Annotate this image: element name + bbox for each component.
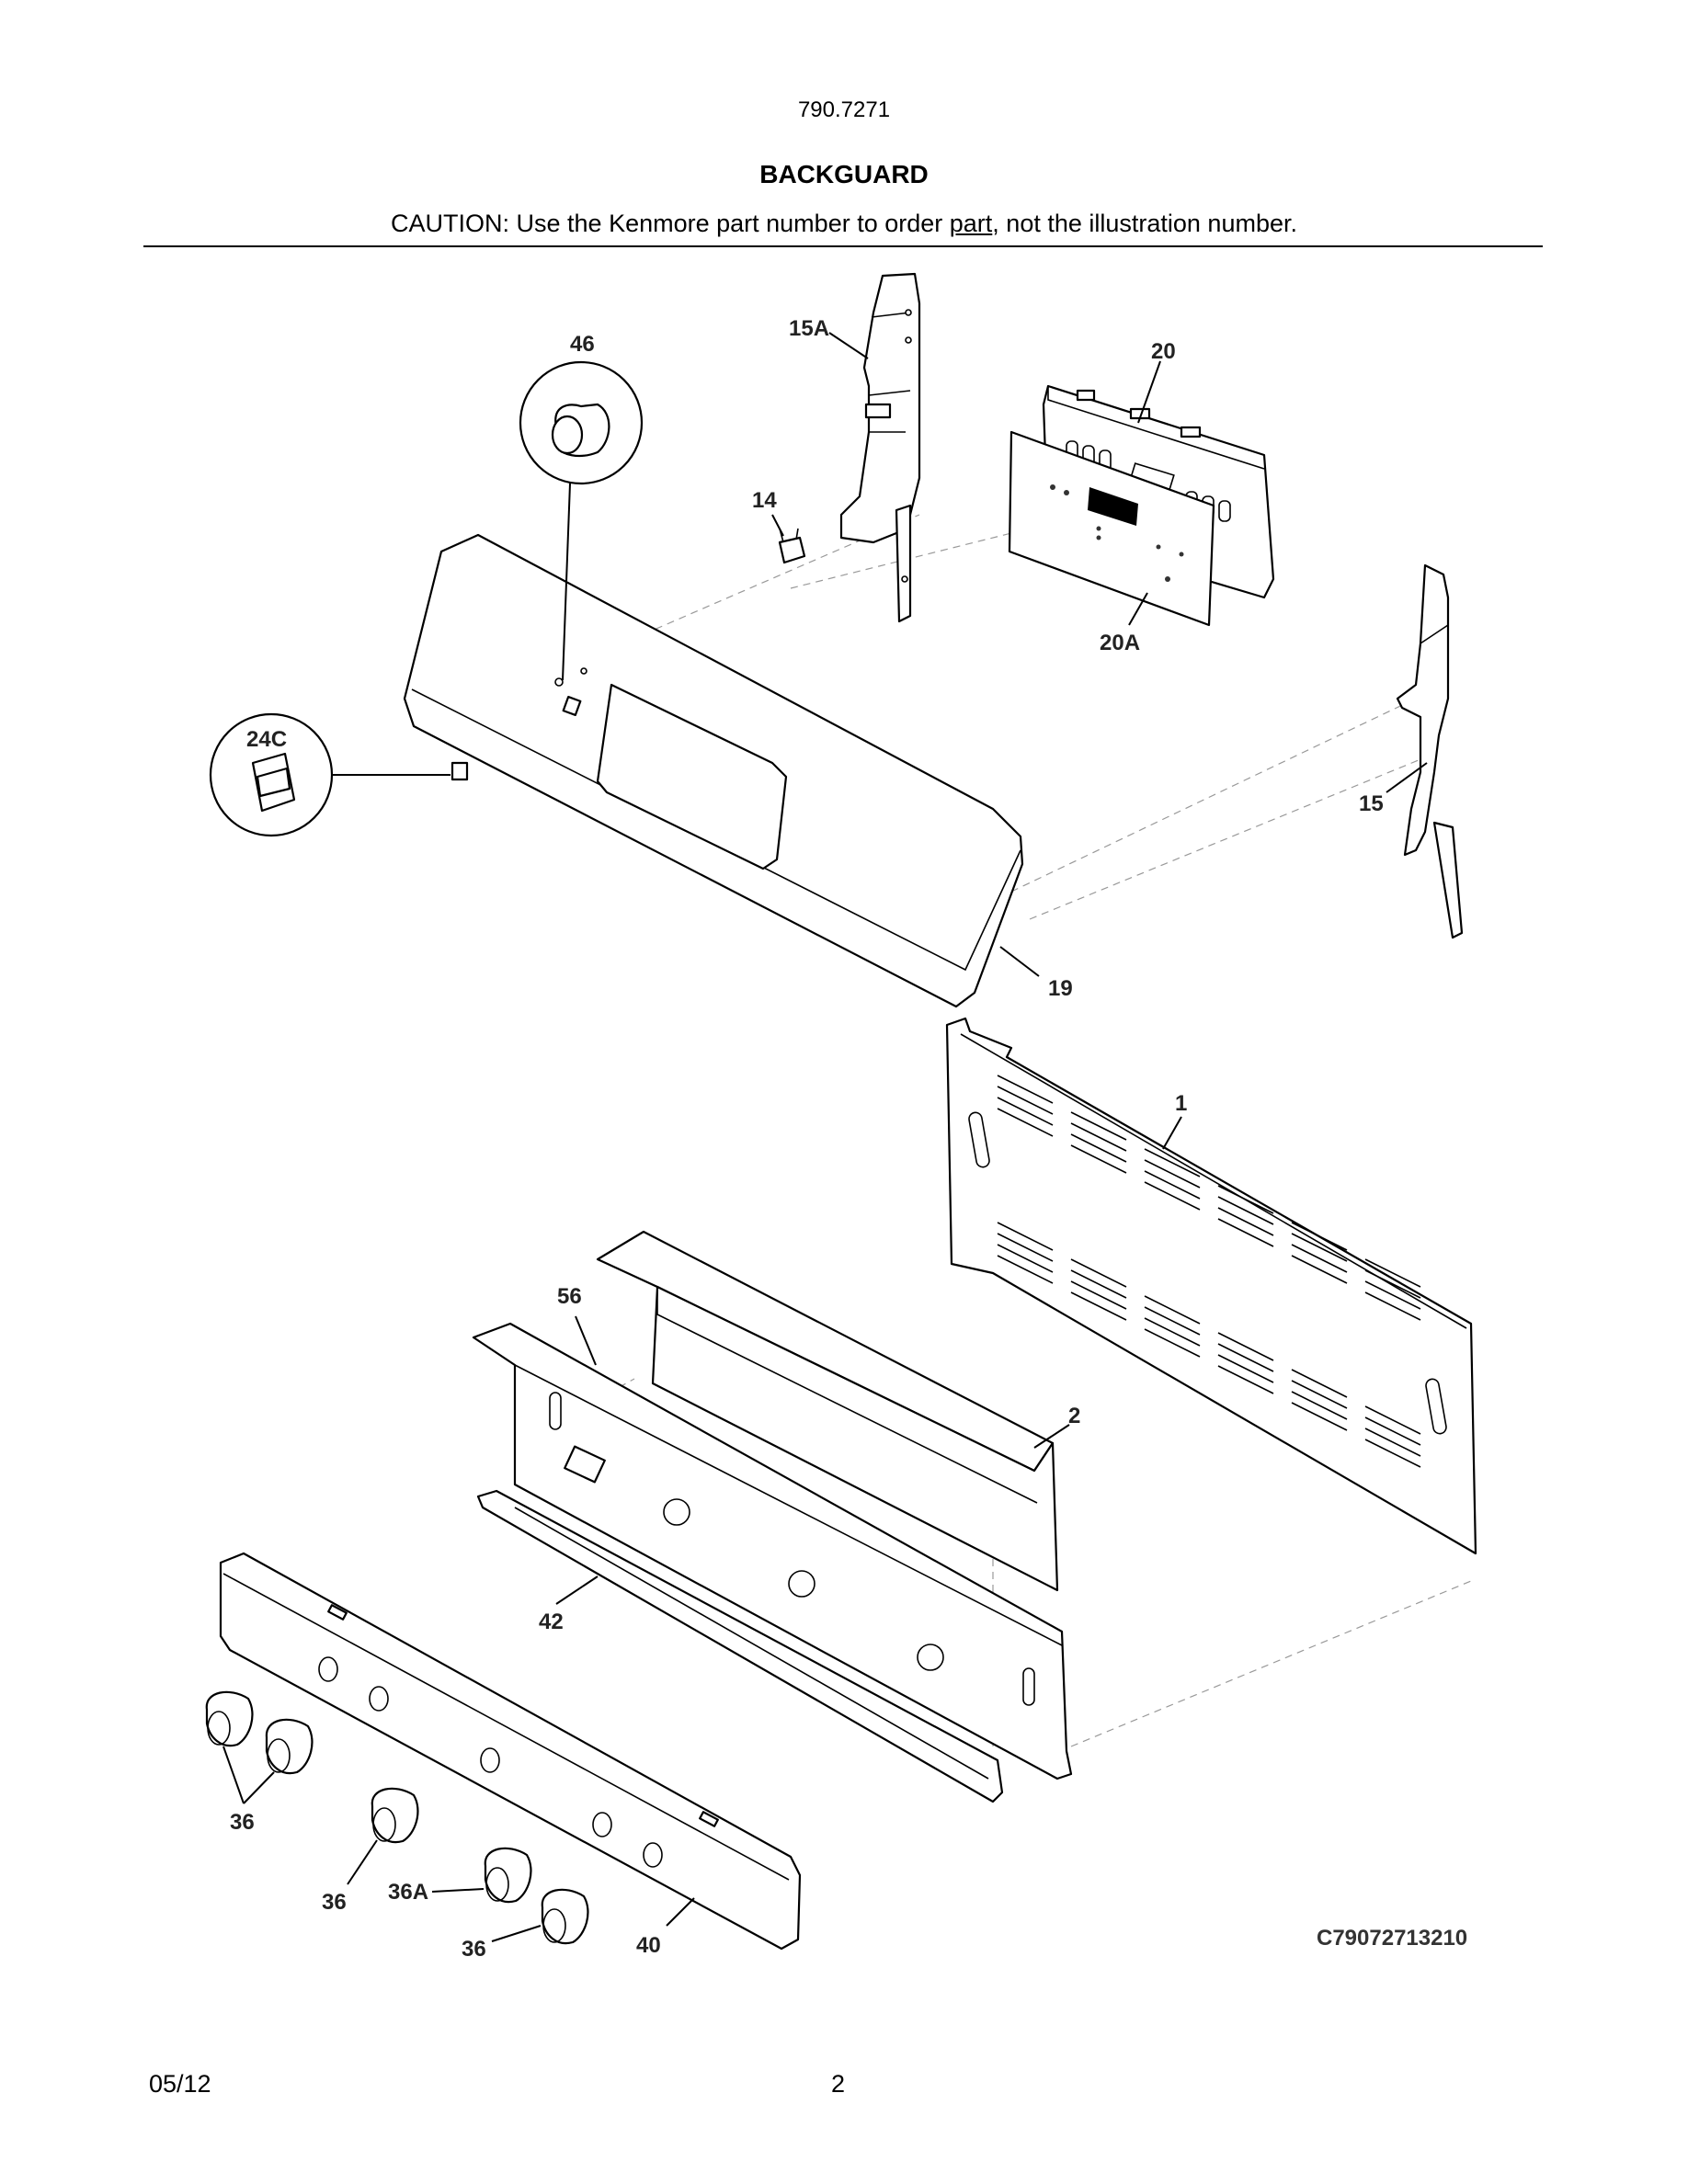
footer-date: 05/12 <box>149 2070 211 2098</box>
control-panel-40 <box>219 1552 802 1951</box>
callout-20: 20 <box>1151 339 1176 364</box>
callout-36A: 36A <box>388 1880 428 1905</box>
manifold-panel-56 <box>472 1322 1073 1780</box>
callout-14: 14 <box>752 488 777 513</box>
callout-1: 1 <box>1175 1091 1187 1116</box>
knob-36-middle <box>371 1787 419 1844</box>
overlay-20A <box>1008 430 1215 627</box>
knob-36A <box>484 1847 532 1904</box>
knob-36-left-1 <box>205 1690 254 1747</box>
header-divider <box>143 245 1543 247</box>
leader-lines <box>222 332 1428 1942</box>
callout-19: 19 <box>1048 976 1073 1001</box>
backguard-panel-19 <box>403 533 1024 1008</box>
knob-36-right <box>541 1888 589 1945</box>
callout-46: 46 <box>570 332 595 357</box>
rear-panel-1 <box>945 1017 1477 1555</box>
callout-24C: 24C <box>246 727 287 752</box>
switch-14 <box>778 528 806 564</box>
detail-circle-24C <box>209 712 469 837</box>
callout-labels: 15A 20 46 14 20A 24C 15 19 1 56 2 42 36 … <box>230 316 1467 1962</box>
callout-2: 2 <box>1068 1404 1080 1428</box>
callout-36-second: 36 <box>322 1890 347 1915</box>
detail-circle-46 <box>519 360 644 681</box>
model-number: 790.7271 <box>797 97 891 122</box>
trim-strip-42 <box>476 1489 1004 1803</box>
page-title: BACKGUARD <box>759 160 929 188</box>
diagram-code: C79072713210 <box>1317 1926 1467 1951</box>
caution-text-end: , not the illustration number. <box>992 210 1297 237</box>
callout-42: 42 <box>539 1610 564 1634</box>
bracket-15 <box>1396 563 1464 939</box>
shield-2 <box>596 1230 1059 1592</box>
callout-20A: 20A <box>1100 631 1140 655</box>
footer-page-number: 2 <box>831 2070 846 2098</box>
bracket-15A <box>839 272 921 623</box>
knob-set <box>205 1690 589 1945</box>
callout-56: 56 <box>557 1284 582 1309</box>
callout-15A: 15A <box>789 316 829 341</box>
knob-36-left-2 <box>265 1718 314 1775</box>
caution-text-start: CAUTION: Use the Kenmore part number to … <box>391 210 950 237</box>
callout-40: 40 <box>636 1933 661 1958</box>
callout-36-third: 36 <box>462 1937 486 1962</box>
caution-note: CAUTION: Use the Kenmore part number to … <box>0 210 1688 238</box>
callout-15: 15 <box>1359 791 1384 816</box>
caution-part-link: part <box>949 210 993 237</box>
callout-36-first: 36 <box>230 1810 255 1835</box>
